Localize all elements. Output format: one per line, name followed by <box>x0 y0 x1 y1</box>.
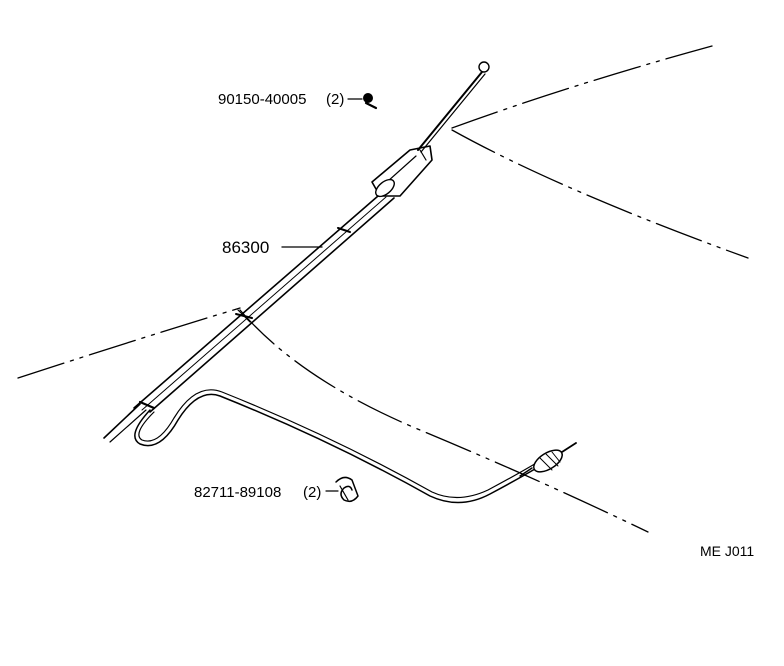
clamp-icon <box>325 476 359 503</box>
clamp-part-number: 82711-89108 <box>194 484 281 501</box>
antenna-part-number: 86300 <box>222 238 269 257</box>
clamp-quantity: (2) <box>303 484 321 501</box>
antenna-assembly <box>103 61 577 504</box>
screw-part-number: 90150-40005 <box>218 91 306 108</box>
screw-quantity: (2) <box>326 91 344 108</box>
diagram-code: ME J011 <box>700 543 754 559</box>
body-outline <box>17 45 749 533</box>
screw-icon <box>347 93 378 110</box>
